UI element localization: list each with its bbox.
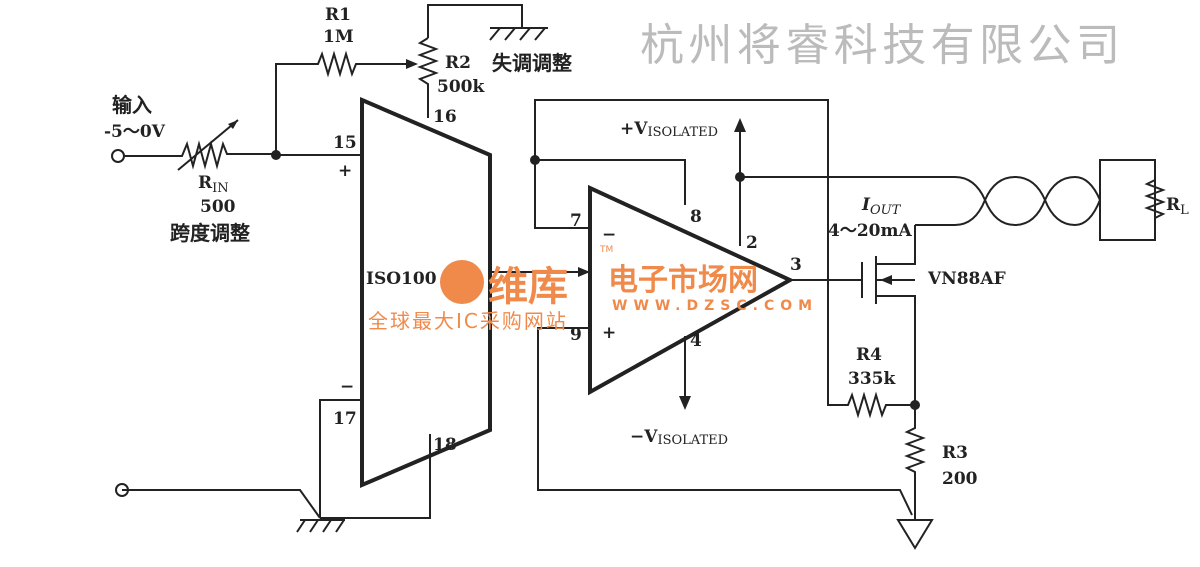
pin-4: 4 [690,331,702,351]
pin-2: 2 [746,233,758,253]
vpos-arrow-icon [734,118,746,132]
pin-17-minus: − [340,377,354,397]
opamp-minus: − [602,225,616,245]
rl-label: RL [1166,195,1189,218]
r4-label: R4 [856,345,882,365]
iout-label: IOUT [861,195,902,218]
pin-8: 8 [690,207,702,227]
mosfet-label: VN88AF [927,269,1006,289]
pin-15: 15 [333,133,357,153]
pin-18: 18 [433,435,457,455]
watermark-company: 杭州将睿科技有限公司 [640,20,1120,71]
r2-wiper-arrow [406,59,418,69]
watermark-slogan: 全球最大IC采购网站 [368,309,568,333]
input-range: -5～0V [104,122,166,142]
offset-adjust-label: 失调调整 [492,51,572,75]
pin-7: 7 [570,211,582,231]
watermark-brand-tail: 电子市场网 [608,263,758,298]
pin-9: 9 [570,325,582,345]
watermark-logo-icon [440,260,484,304]
vneg-label: −VISOLATED [630,427,728,448]
watermark-logo: 维库 电子市场网 WWW.DZSC.COM 全球最大IC采购网站 [368,260,818,333]
iso100-block [360,96,492,489]
r4-value: 335k [848,369,896,389]
vneg-arrow-icon [679,396,691,410]
r2-value: 500k [437,77,485,97]
rin-adjust-arrow [177,119,239,171]
ground-icon [296,519,345,533]
r3-value: 200 [942,469,978,489]
twisted-pair [740,175,1101,227]
iout-range: 4～20mA [828,221,912,241]
r2-label: R2 [445,53,471,73]
r1-label: R1 [325,5,351,25]
pin-3: 3 [790,255,802,275]
rin-value: 500 [200,197,236,217]
pin-15-plus: + [338,161,352,181]
span-adjust-label: 跨度调整 [170,221,250,245]
iso-chip-label: ISO100 [366,269,437,289]
watermark-brand: 维库 [488,264,568,310]
pin-16: 16 [433,107,457,127]
input-terminal [111,149,125,163]
pin-17: 17 [333,409,357,429]
junction-dot [530,155,540,165]
input-label: 输入 [112,93,152,117]
opamp-plus: + [602,323,616,343]
vpos-label: +VISOLATED [620,119,718,140]
tm-mark: TM [599,245,613,255]
input-wiring [111,4,548,171]
watermark-url: WWW.DZSC.COM [612,298,818,314]
rin-label: RIN [198,173,229,196]
output-opamp [588,184,795,396]
r3-label: R3 [942,443,968,463]
ground-triangle-icon [896,519,934,550]
ground-icon [489,27,548,41]
ground-terminal [115,483,129,497]
r1-value: 1M [323,27,354,47]
